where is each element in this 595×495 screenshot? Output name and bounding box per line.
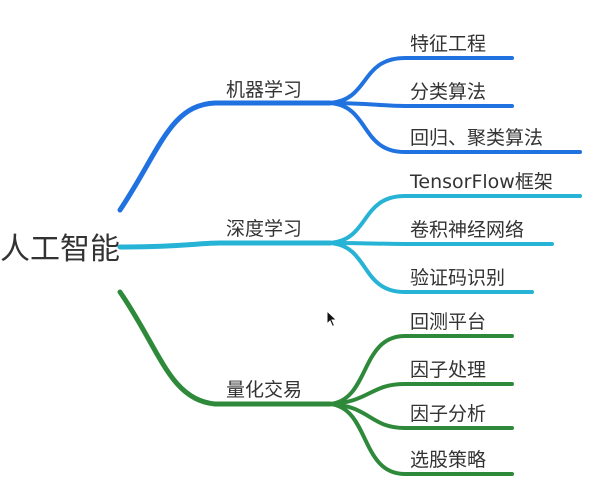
connector-root-dl	[117, 240, 333, 250]
connector-ml-2	[328, 101, 582, 154]
leaf-label-qt-2: 因子分析	[410, 403, 487, 425]
root-node-label: 人工智能	[0, 232, 120, 267]
leaf-label-qt-3: 选股策略	[410, 449, 487, 471]
mouse-pointer-icon	[326, 310, 338, 328]
connector-qt-2	[328, 402, 514, 430]
connector-qt-3	[328, 402, 514, 476]
branch-label-ml: 机器学习	[226, 79, 303, 101]
branch-label-dl: 深度学习	[226, 218, 303, 240]
connector-qt-1	[328, 382, 514, 406]
leaf-label-qt-0: 回测平台	[410, 311, 487, 333]
connector-ml-0	[328, 56, 514, 105]
connector-ml-1	[328, 101, 514, 108]
connector-dl-2	[328, 241, 534, 294]
leaf-label-ml-2: 回归、聚类算法	[410, 127, 544, 149]
branch-label-qt: 量化交易	[226, 379, 303, 401]
connector-dl-0	[328, 194, 582, 245]
leaf-label-dl-2: 验证码识别	[410, 267, 506, 289]
connector-qt-0	[328, 334, 514, 406]
leaf-label-dl-1: 卷积神经网络	[410, 219, 525, 241]
connector-root-qt	[117, 289, 333, 407]
leaf-label-ml-0: 特征工程	[410, 33, 487, 55]
leaf-label-ml-1: 分类算法	[410, 81, 487, 103]
leaf-label-dl-0: TensorFlow框架	[410, 171, 553, 193]
connector-root-ml	[117, 100, 333, 213]
leaf-label-qt-1: 因子处理	[410, 359, 487, 381]
connector-dl-1	[328, 241, 554, 246]
